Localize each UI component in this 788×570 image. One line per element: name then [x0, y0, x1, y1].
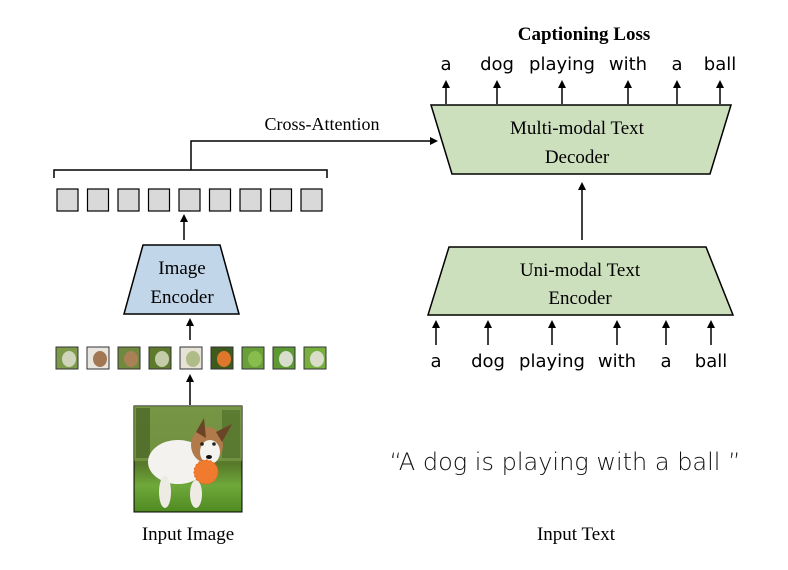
cross-attention-label: Cross-Attention	[265, 114, 380, 134]
image-token	[56, 188, 79, 212]
image-patch-icon	[303, 346, 327, 370]
image-tokens	[56, 188, 323, 212]
image-patch-icon	[55, 346, 79, 370]
output-token: a	[671, 54, 682, 75]
image-tokens-bracket	[53, 169, 328, 178]
text-encoder-label-line2: Encoder	[548, 288, 612, 309]
unimodal-text-encoder: Uni-modal Text Encoder	[426, 246, 735, 316]
image-encoder-label-line1: Image	[158, 258, 205, 279]
image-token	[208, 188, 232, 212]
input-token: playing	[519, 351, 585, 372]
image-token	[147, 188, 171, 212]
decoder-label-line2: Decoder	[545, 147, 610, 168]
image-token	[178, 188, 201, 212]
captioning-loss-title: Captioning Loss	[518, 24, 651, 45]
decoder-label-line1: Multi-modal Text	[510, 118, 645, 139]
input-token: a	[430, 351, 441, 372]
output-token: ball	[704, 54, 736, 75]
image-patch-icon	[148, 346, 172, 370]
text-encoder-label-line1: Uni-modal Text	[520, 260, 641, 281]
image-patch-icon	[86, 346, 110, 370]
text-encoder-shape	[426, 246, 735, 316]
input-token: ball	[695, 351, 727, 372]
image-token	[300, 188, 323, 212]
input-image-label: Input Image	[142, 524, 234, 545]
image-encoder-label-line2: Encoder	[150, 287, 214, 308]
output-token: dog	[480, 54, 514, 75]
output-tokens: a dog playing with a ball	[440, 54, 736, 75]
image-patch-icon	[241, 346, 265, 370]
dog-photo-icon	[133, 405, 243, 513]
input-token: a	[660, 351, 671, 372]
decoder-shape	[429, 104, 733, 175]
image-token	[269, 188, 293, 212]
multimodal-text-decoder: Multi-modal Text Decoder	[429, 104, 733, 175]
input-token-arrows	[432, 320, 715, 345]
image-patch-icon	[117, 346, 141, 370]
input-token: dog	[471, 351, 505, 372]
input-sentence: “A dog is playing with a ball ”	[389, 448, 740, 476]
input-text-label: Input Text	[537, 524, 616, 545]
output-token: with	[609, 54, 647, 75]
output-token: playing	[529, 54, 595, 75]
image-patch-icon	[210, 346, 234, 370]
input-tokens: a dog playing with a ball	[430, 351, 727, 372]
image-token	[117, 188, 140, 212]
image-encoder-shape	[123, 244, 240, 315]
image-patch-icon	[272, 346, 296, 370]
input-token: with	[598, 351, 636, 372]
image-token	[239, 188, 262, 212]
image-patch-icon	[179, 346, 203, 370]
image-token	[86, 188, 110, 212]
image-patches	[55, 346, 327, 370]
cross-attention-arrow	[190, 137, 438, 170]
output-token: a	[440, 54, 451, 75]
output-token-arrows	[442, 80, 724, 104]
image-encoder: Image Encoder	[123, 244, 240, 315]
